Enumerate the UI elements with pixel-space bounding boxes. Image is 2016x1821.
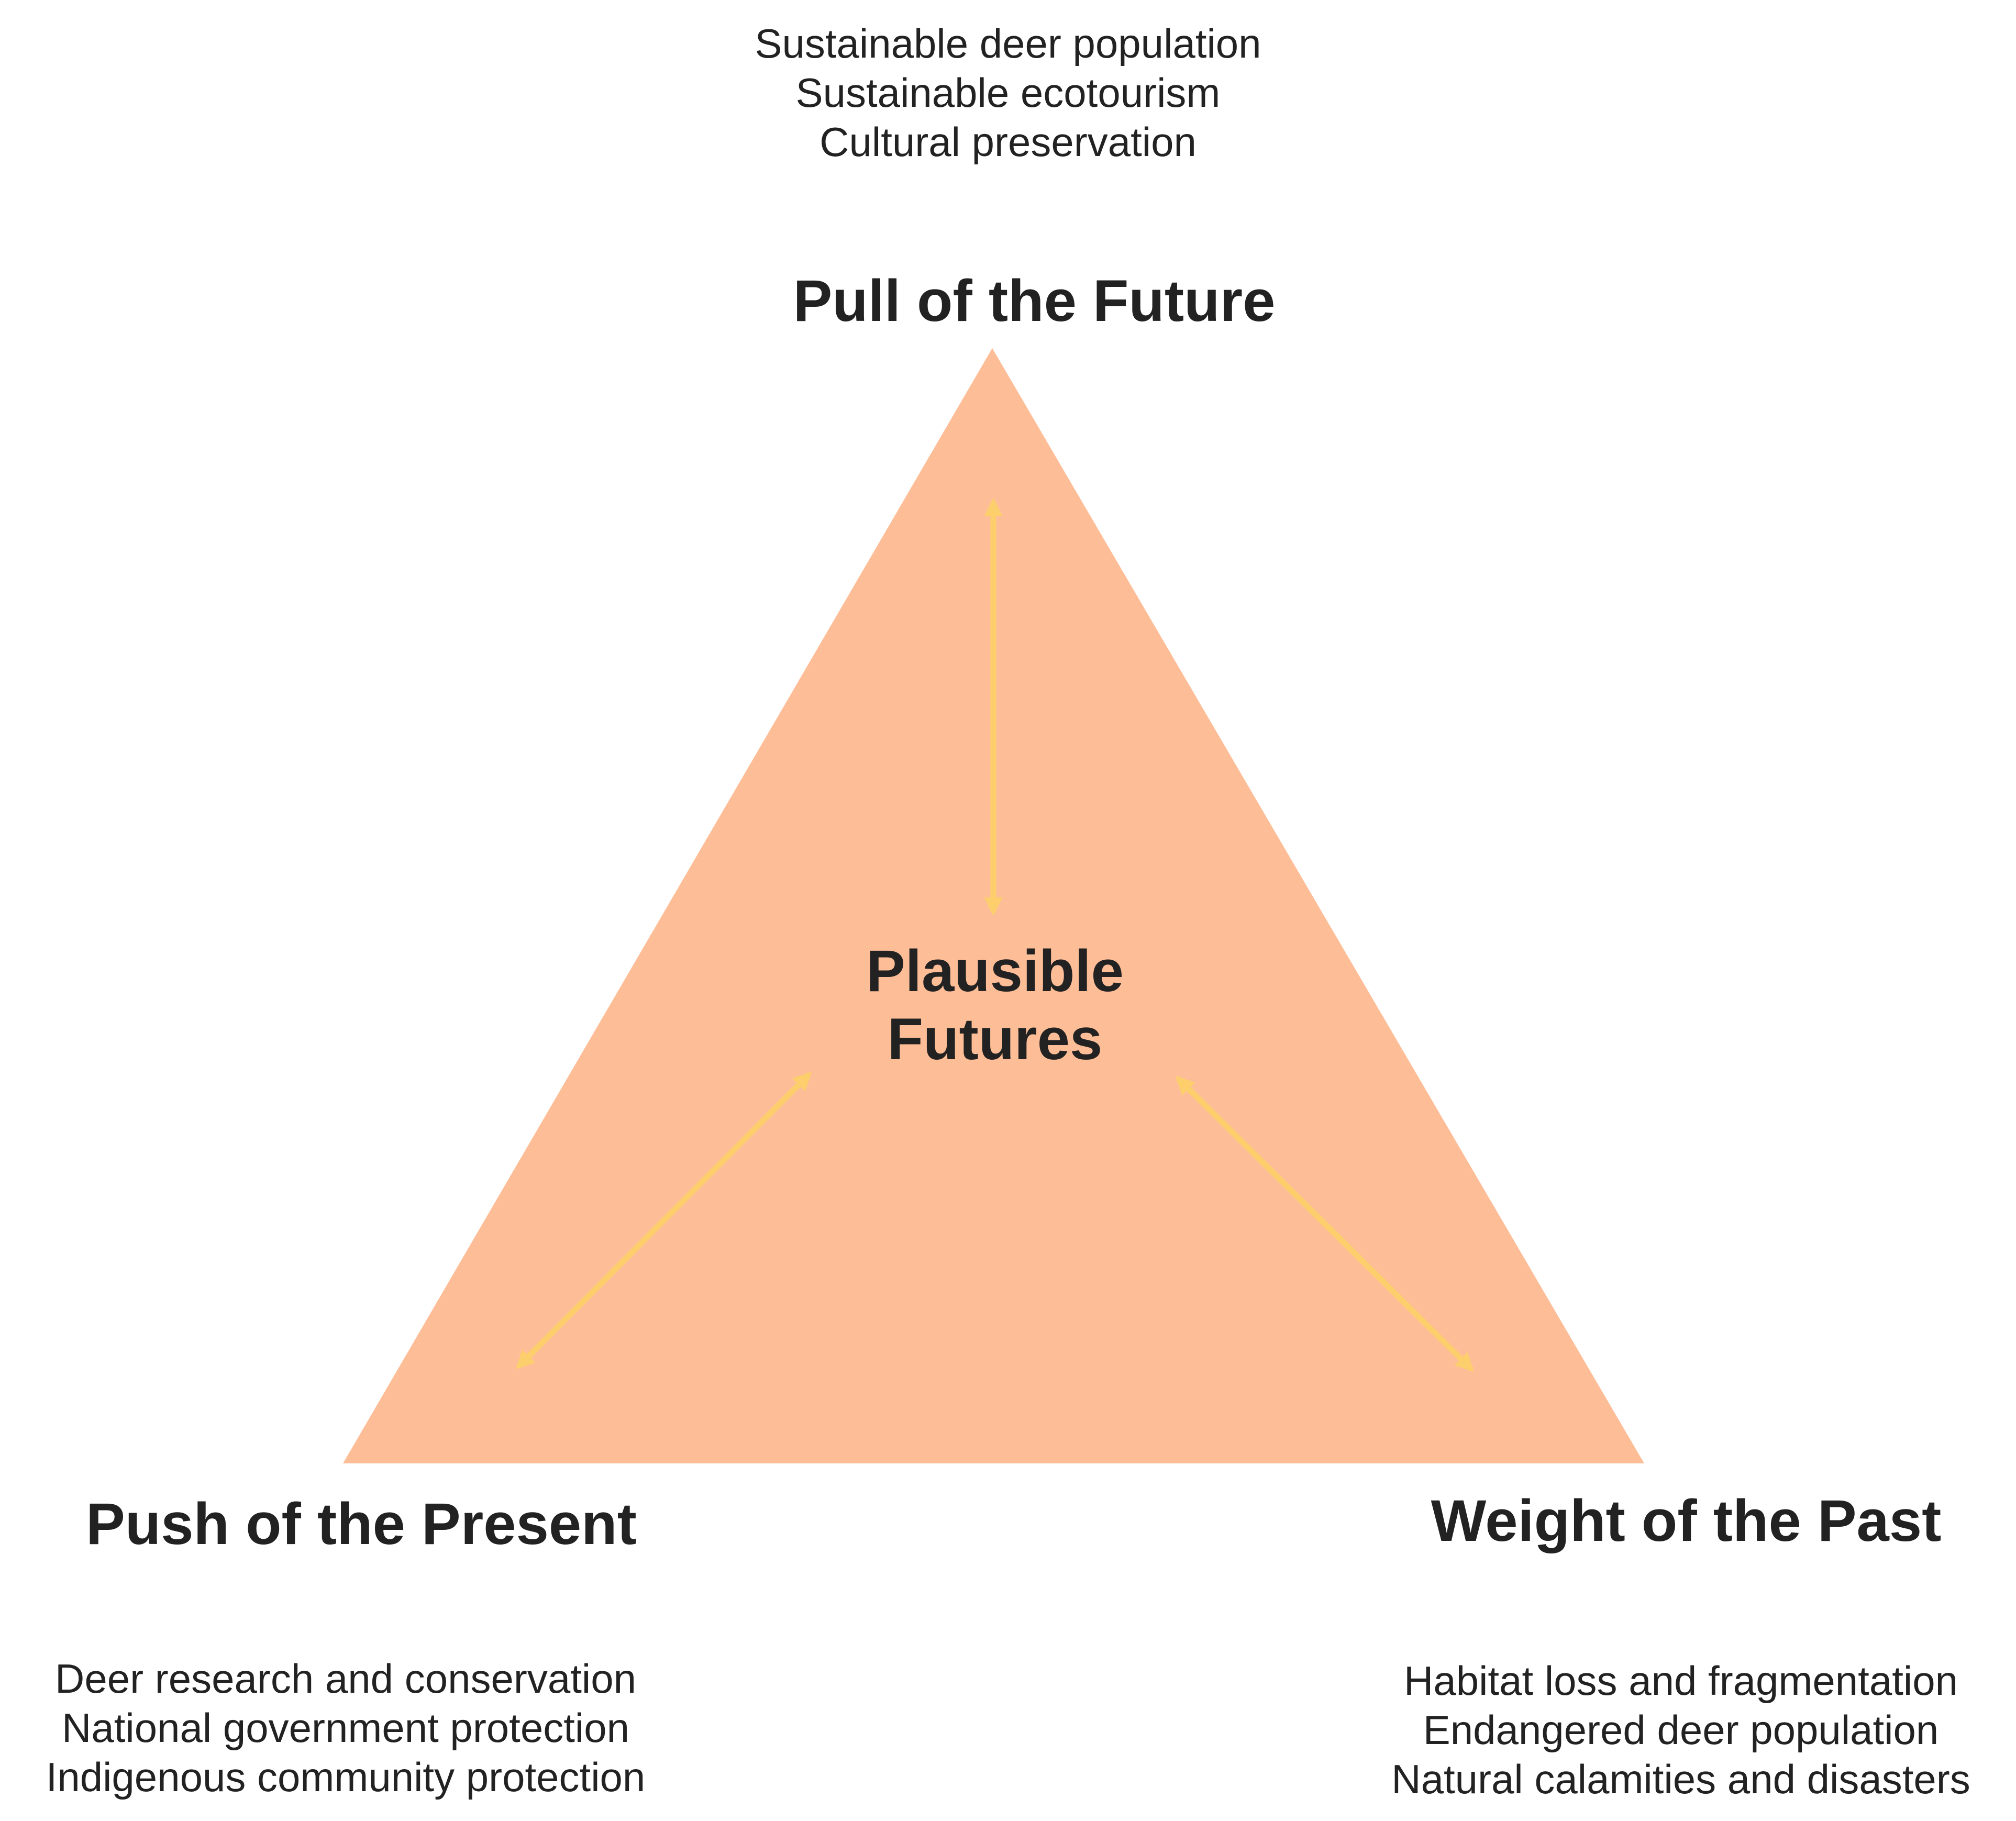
future-detail-item: Cultural preservation xyxy=(819,119,1197,165)
past-details: Habitat loss and fragmentation Endangere… xyxy=(1351,1656,2011,1804)
past-detail-item: Habitat loss and fragmentation xyxy=(1404,1658,1958,1704)
present-detail-item: National government protection xyxy=(62,1705,629,1751)
center-label-line: Plausible xyxy=(866,938,1124,1004)
center-label: Plausible Futures xyxy=(733,937,1257,1073)
present-detail-item: Deer research and conservation xyxy=(55,1656,636,1702)
past-detail-item: Endangered deer population xyxy=(1423,1707,1939,1753)
present-detail-item: Indigenous community protection xyxy=(46,1754,646,1800)
past-title: Weight of the Past xyxy=(1431,1488,1942,1553)
future-details: Sustainable deer population Sustainable … xyxy=(694,19,1322,166)
future-detail-item: Sustainable ecotourism xyxy=(795,70,1221,116)
present-title: Push of the Present xyxy=(86,1491,637,1557)
arrow-present xyxy=(516,1072,812,1369)
future-detail-item: Sustainable deer population xyxy=(755,20,1261,66)
past-detail-item: Natural calamities and disasters xyxy=(1391,1756,1970,1802)
present-details: Deer research and conservation National … xyxy=(21,1654,670,1802)
future-title: Pull of the Future xyxy=(793,268,1276,334)
arrow-past xyxy=(1175,1076,1475,1372)
center-label-line: Futures xyxy=(887,1006,1103,1072)
